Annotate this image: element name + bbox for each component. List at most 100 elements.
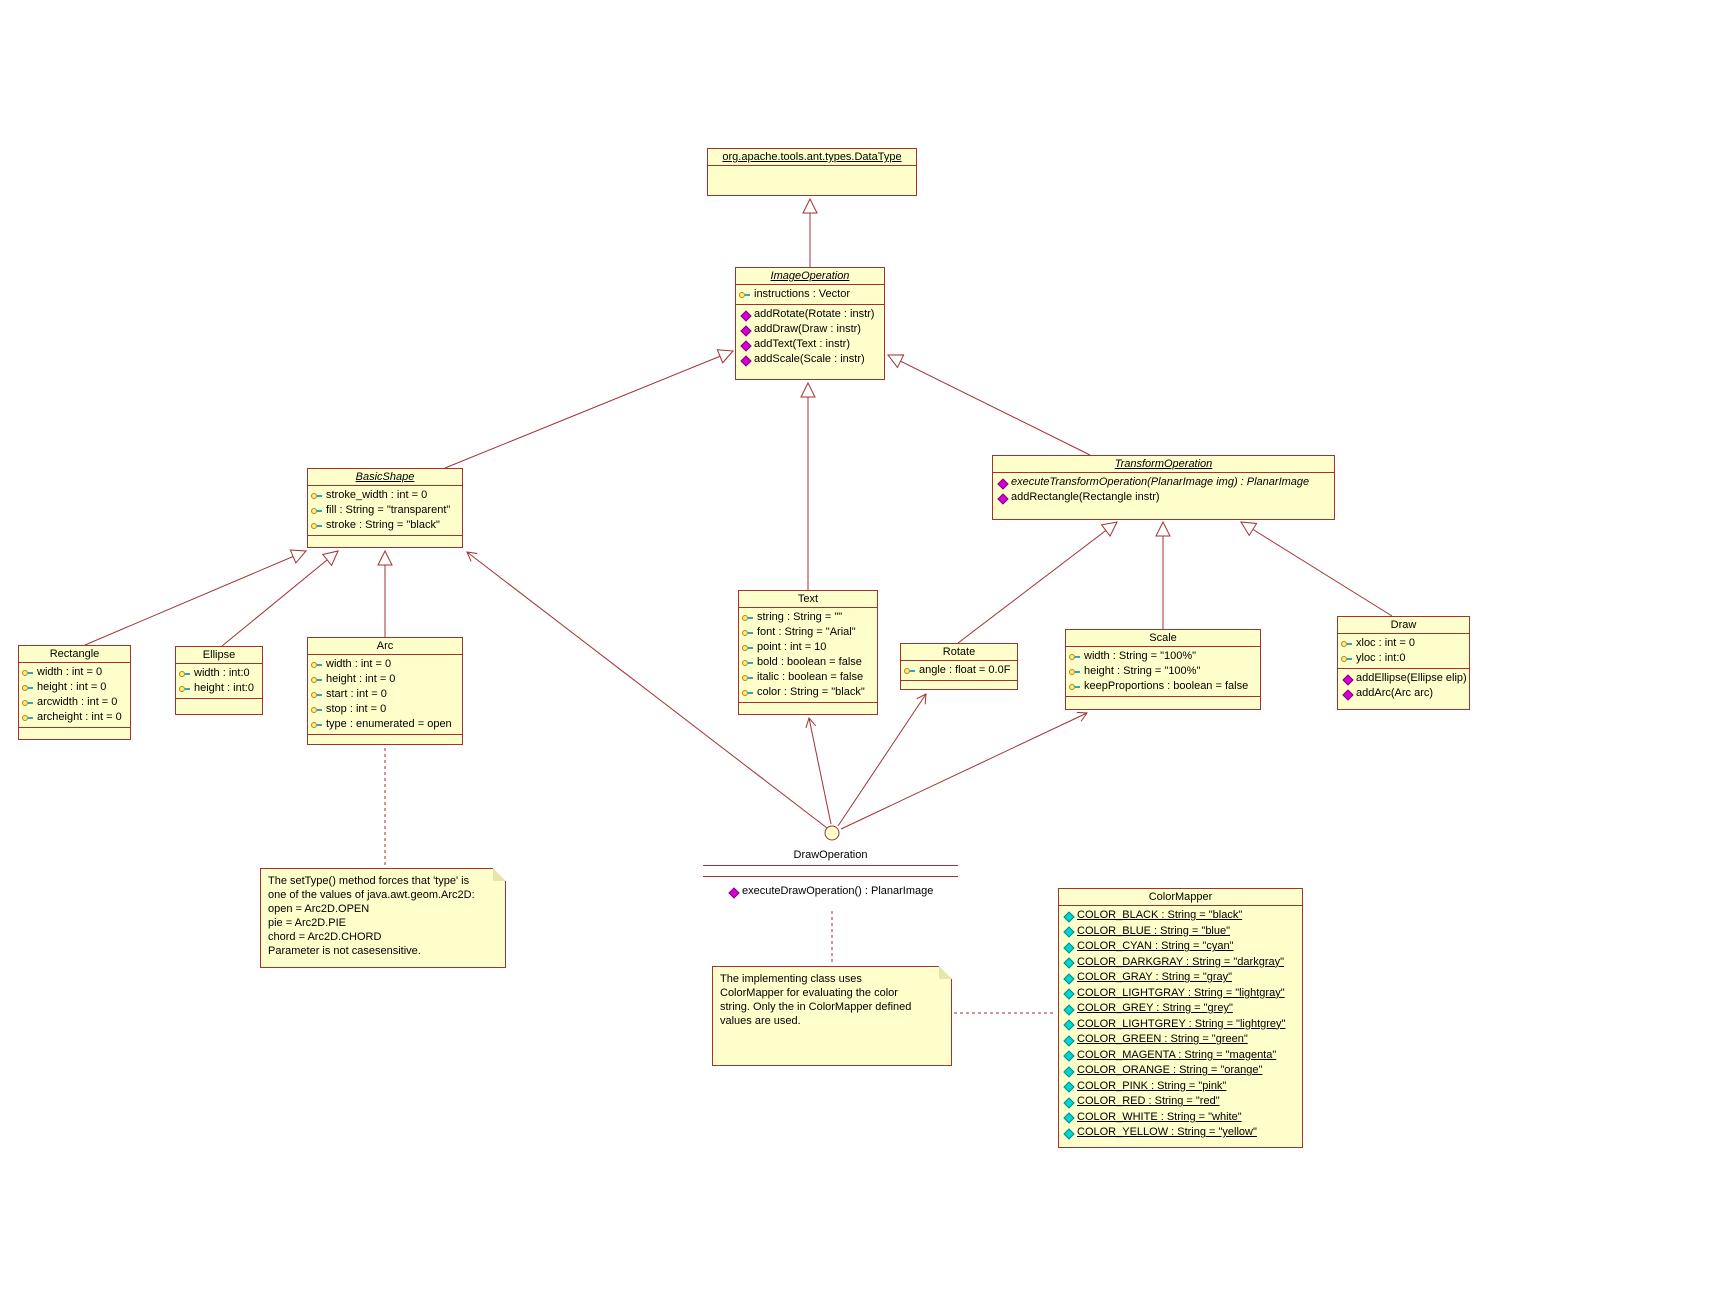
key-icon xyxy=(311,674,323,686)
class-name: Draw xyxy=(1390,619,1417,631)
class-rotate: Rotate angle : float = 0.0F xyxy=(900,643,1018,690)
member-text: height : int:0 xyxy=(194,682,254,694)
key-icon xyxy=(311,659,323,671)
class-colormapper: ColorMapper COLOR_BLACK : String = "blac… xyxy=(1058,888,1303,1148)
member-text: point : int = 10 xyxy=(757,641,827,653)
class-datatype: org.apache.tools.ant.types.DataType xyxy=(707,148,917,196)
member-row: xloc : int = 0 xyxy=(1339,636,1468,651)
member-row: COLOR_LIGHTGREY : String = "lightgrey" xyxy=(1060,1017,1301,1033)
member-text: addScale(Scale : instr) xyxy=(754,353,865,365)
key-icon xyxy=(904,665,916,677)
key-icon xyxy=(742,627,754,639)
member-row: fill : String = "transparent" xyxy=(309,503,461,518)
member-row: stroke_width : int = 0 xyxy=(309,488,461,503)
realization-drawoperation-basicshape xyxy=(466,551,828,829)
member-text: COLOR_GRAY : String = "gray" xyxy=(1077,971,1233,984)
attributes-compartment: stroke_width : int = 0 fill : String = "t… xyxy=(308,485,462,535)
interface-drawoperation: DrawOperation executeDrawOperation() : P… xyxy=(703,849,958,899)
method-icon xyxy=(739,354,751,366)
interface-method-row: executeDrawOperation() : PlanarImage xyxy=(703,884,958,899)
key-icon xyxy=(742,642,754,654)
member-text: width : int = 0 xyxy=(37,666,103,678)
member-text: xloc : int = 0 xyxy=(1356,637,1416,649)
member-text: executeTransformOperation(PlanarImage im… xyxy=(1011,476,1310,488)
class-name: ColorMapper xyxy=(1148,891,1213,903)
constant-icon xyxy=(1062,1096,1074,1108)
member-row: arcwidth : int = 0 xyxy=(20,695,129,710)
member-row: string : String = "" xyxy=(740,610,876,625)
member-row: COLOR_GREEN : String = "green" xyxy=(1060,1032,1301,1048)
member-text: COLOR_PINK : String = "pink" xyxy=(1077,1079,1227,1092)
member-text: width : int = 0 xyxy=(326,658,392,670)
attributes-compartment: instructions : Vector xyxy=(736,284,884,304)
member-row: addRectangle(Rectangle instr) xyxy=(994,490,1333,505)
methods-compartment: addRotate(Rotate : instr)addDraw(Draw : … xyxy=(736,304,884,379)
member-text: type : enumerated = open xyxy=(326,718,452,730)
constant-icon xyxy=(1062,910,1074,922)
member-text: height : String = "100%" xyxy=(1084,665,1201,677)
member-row: COLOR_GRAY : String = "gray" xyxy=(1060,970,1301,986)
member-row: COLOR_LIGHTGRAY : String = "lightgray" xyxy=(1060,986,1301,1002)
key-icon xyxy=(22,697,34,709)
member-text: stroke : String = "black" xyxy=(326,519,440,531)
key-icon xyxy=(311,505,323,517)
member-text: executeDrawOperation() : PlanarImage xyxy=(742,885,934,897)
member-text: color : String = "black" xyxy=(757,686,865,698)
member-row: yloc : int:0 xyxy=(1339,651,1468,666)
member-row: width : int = 0 xyxy=(20,665,129,680)
constant-icon xyxy=(1062,1018,1074,1030)
realization-drawoperation-text xyxy=(805,716,832,825)
member-text: bold : boolean = false xyxy=(757,656,862,668)
attributes-compartment: width : String = "100%"height : String =… xyxy=(1066,646,1260,696)
member-row: width : int = 0 xyxy=(309,657,461,672)
key-icon xyxy=(311,490,323,502)
interface-separator xyxy=(703,865,958,877)
member-text: COLOR_BLUE : String = "blue" xyxy=(1077,924,1231,937)
member-text: fill : String = "transparent" xyxy=(326,504,451,516)
constant-icon xyxy=(1062,1034,1074,1046)
constant-icon xyxy=(1062,925,1074,937)
empty-compartment xyxy=(308,535,462,547)
member-text: COLOR_WHITE : String = "white" xyxy=(1077,1110,1242,1123)
empty-compartment xyxy=(901,680,1017,689)
member-row: height : int = 0 xyxy=(20,680,129,695)
member-text: arcwidth : int = 0 xyxy=(37,696,118,708)
constant-icon xyxy=(1062,1080,1074,1092)
empty-compartment xyxy=(176,698,262,714)
member-row: height : int:0 xyxy=(177,681,261,696)
empty-compartment xyxy=(739,702,877,714)
method-icon xyxy=(996,492,1008,504)
member-row: COLOR_GREY : String = "grey" xyxy=(1060,1001,1301,1017)
key-icon xyxy=(311,704,323,716)
member-text: COLOR_RED : String = "red" xyxy=(1077,1095,1220,1108)
member-row: angle : float = 0.0F xyxy=(902,663,1016,678)
member-text: width : int:0 xyxy=(194,667,250,679)
member-text: addRectangle(Rectangle instr) xyxy=(1011,491,1160,503)
member-text: stroke_width : int = 0 xyxy=(326,489,428,501)
member-row: height : String = "100%" xyxy=(1067,664,1259,679)
empty-compartment xyxy=(1066,696,1260,709)
key-icon xyxy=(742,672,754,684)
constant-icon xyxy=(1062,1127,1074,1139)
key-icon xyxy=(742,657,754,669)
member-row: addScale(Scale : instr) xyxy=(737,352,883,367)
class-transformoperation: TransformOperation executeTransformOpera… xyxy=(992,455,1335,520)
empty-compartment xyxy=(19,727,130,739)
member-row: COLOR_WHITE : String = "white" xyxy=(1060,1110,1301,1126)
member-row: bold : boolean = false xyxy=(740,655,876,670)
key-icon xyxy=(22,667,34,679)
attributes-compartment: COLOR_BLACK : String = "black"COLOR_BLUE… xyxy=(1059,905,1302,1147)
key-icon xyxy=(311,719,323,731)
member-text: addText(Text : instr) xyxy=(754,338,850,350)
member-row: addText(Text : instr) xyxy=(737,337,883,352)
generalization-transformoperation-imageoperation xyxy=(886,354,1091,456)
class-imageoperation: ImageOperation instructions : Vector add… xyxy=(735,267,885,380)
member-row: archeight : int = 0 xyxy=(20,710,129,725)
method-icon xyxy=(739,339,751,351)
attributes-compartment: string : String = ""font : String = "Ari… xyxy=(739,607,877,702)
member-text: COLOR_LIGHTGRAY : String = "lightgray" xyxy=(1077,986,1285,999)
member-text: height : int = 0 xyxy=(326,673,396,685)
